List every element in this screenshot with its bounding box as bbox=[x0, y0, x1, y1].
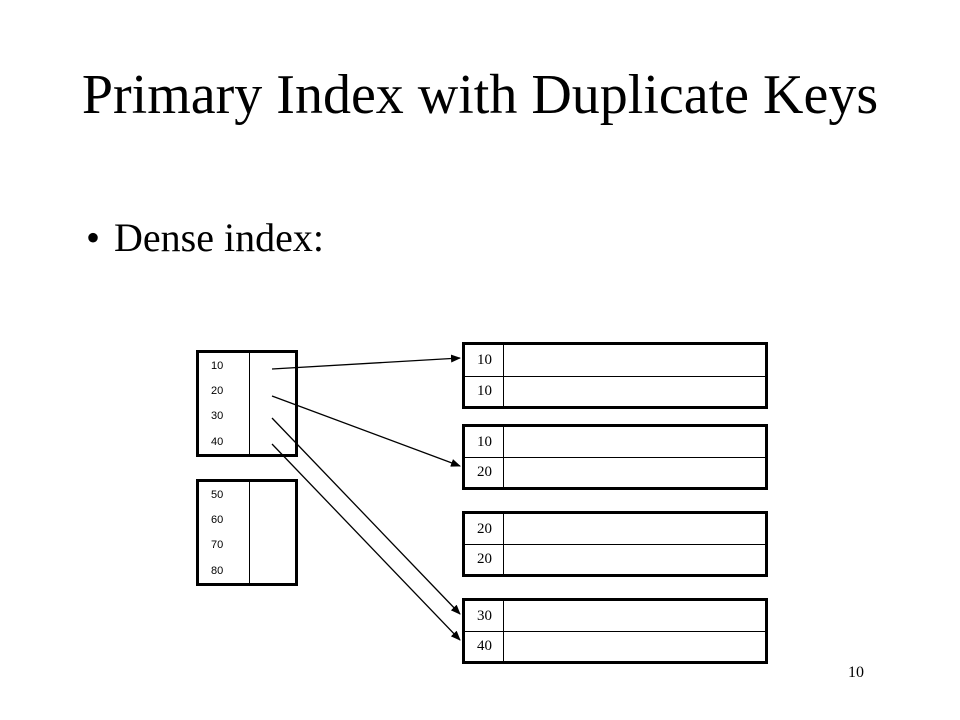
data-block-1: 10 10 bbox=[462, 342, 768, 409]
record-body-cell bbox=[503, 545, 504, 574]
index-entry: 80 bbox=[199, 558, 295, 583]
index-entry: 60 bbox=[199, 507, 295, 532]
index-key: 70 bbox=[211, 539, 224, 551]
index-entry: 20 bbox=[199, 378, 295, 403]
record-key: 20 bbox=[477, 464, 492, 480]
data-record: 20 bbox=[465, 545, 765, 574]
data-record: 20 bbox=[465, 514, 765, 545]
data-block-2: 10 20 bbox=[462, 424, 768, 490]
bullet-dot: • bbox=[86, 215, 101, 260]
index-key: 20 bbox=[211, 384, 224, 397]
index-pointer-cell bbox=[249, 507, 250, 532]
index-entry: 50 bbox=[199, 482, 295, 507]
record-body-cell bbox=[503, 632, 504, 661]
index-entry: 30 bbox=[199, 403, 295, 429]
index-entry: 70 bbox=[199, 532, 295, 558]
data-record: 10 bbox=[465, 377, 765, 406]
pointer-arrow-20 bbox=[271, 395, 461, 467]
record-key: 20 bbox=[477, 551, 492, 567]
index-block-2: 50 60 70 80 bbox=[196, 479, 298, 586]
pointer-arrow-40 bbox=[271, 443, 461, 641]
index-pointer-cell bbox=[249, 429, 250, 454]
slide-title: Primary Index with Duplicate Keys bbox=[81, 64, 879, 126]
bullet-item: • Dense index: bbox=[86, 214, 324, 262]
record-body-cell bbox=[503, 514, 504, 544]
record-key: 10 bbox=[477, 352, 492, 368]
record-body-cell bbox=[503, 458, 504, 487]
index-key: 50 bbox=[211, 488, 224, 501]
index-key: 10 bbox=[211, 359, 224, 372]
bullet-text: Dense index: bbox=[114, 215, 324, 260]
data-record: 10 bbox=[465, 345, 765, 377]
record-body-cell bbox=[503, 427, 504, 457]
record-key: 40 bbox=[477, 638, 492, 654]
record-key: 10 bbox=[477, 433, 492, 450]
pointer-arrow-10 bbox=[271, 354, 461, 370]
index-pointer-cell bbox=[249, 378, 250, 403]
index-entry: 40 bbox=[199, 429, 295, 454]
index-entry: 10 bbox=[199, 353, 295, 378]
index-pointer-cell bbox=[249, 403, 250, 429]
index-pointer-cell bbox=[249, 353, 250, 378]
record-body-cell bbox=[503, 345, 504, 376]
data-record: 30 bbox=[465, 601, 765, 632]
data-block-4: 30 40 bbox=[462, 598, 768, 664]
record-key: 10 bbox=[477, 383, 492, 399]
index-key: 30 bbox=[211, 410, 224, 422]
data-record: 10 bbox=[465, 427, 765, 458]
record-body-cell bbox=[503, 601, 504, 631]
record-key: 20 bbox=[477, 520, 492, 537]
index-key: 80 bbox=[211, 564, 224, 577]
data-record: 20 bbox=[465, 458, 765, 487]
index-pointer-cell bbox=[249, 532, 250, 558]
index-pointer-cell bbox=[249, 482, 250, 507]
data-record: 40 bbox=[465, 632, 765, 661]
page-number: 10 bbox=[848, 664, 864, 681]
pointer-arrow-30 bbox=[271, 417, 461, 615]
record-key: 30 bbox=[477, 607, 492, 624]
index-key: 60 bbox=[211, 513, 224, 526]
record-body-cell bbox=[503, 377, 504, 406]
index-key: 40 bbox=[211, 435, 224, 448]
index-pointer-cell bbox=[249, 558, 250, 583]
data-block-3: 20 20 bbox=[462, 511, 768, 577]
